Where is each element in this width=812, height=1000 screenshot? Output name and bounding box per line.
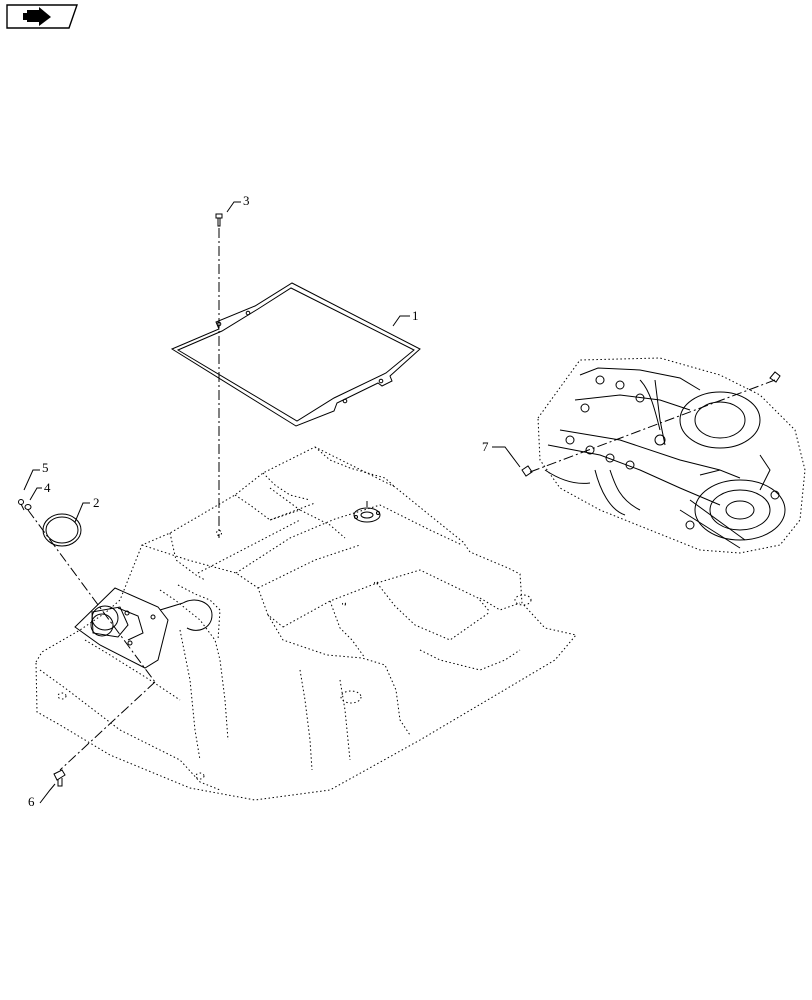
callout-1: 1: [412, 308, 419, 323]
washer-4: [24, 504, 32, 510]
bolt-3: [215, 213, 223, 538]
chain-detail: [197, 487, 301, 574]
fuel-tank: [35, 446, 577, 801]
callout-5: 5: [42, 460, 49, 475]
bolt-6: [53, 769, 66, 787]
callout-6: 6: [28, 794, 35, 809]
callout-7: 7: [482, 439, 489, 454]
sender-assembly: [74, 587, 213, 669]
arrow-right-icon: [23, 7, 51, 26]
gasket-2: [42, 513, 82, 547]
callout-4: 4: [44, 480, 51, 495]
callout-3: 3: [243, 193, 250, 208]
cover-plate: [170, 282, 421, 427]
filler-cap: [353, 501, 381, 523]
callout-2: 2: [93, 495, 100, 510]
nav-arrow-button[interactable]: [6, 4, 78, 29]
screw-5: [18, 499, 25, 511]
bolt-7: [521, 379, 776, 477]
engine-inset: [537, 357, 806, 554]
leader-lines: [23, 201, 521, 804]
